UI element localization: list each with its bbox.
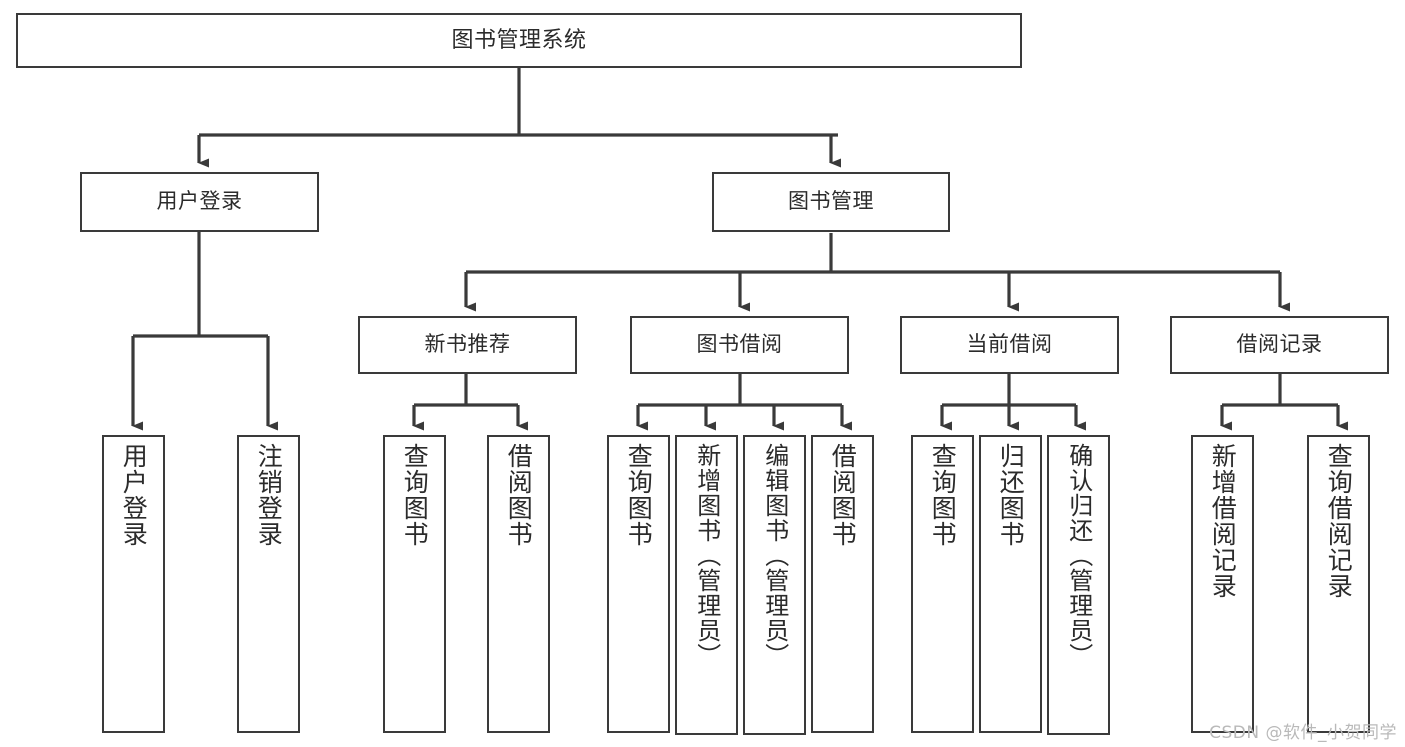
leaf-book-borrow-query-books[interactable]: 查询图书 xyxy=(607,435,670,733)
leaf-current-borrow-return-books[interactable]: 归还图书 xyxy=(979,435,1042,733)
leaf-book-borrow-borrow-books[interactable]: 借阅图书 xyxy=(811,435,874,733)
node-label: 用户登录 xyxy=(156,189,243,214)
node-label: 图书借阅 xyxy=(696,332,783,357)
node-label: 新增借阅记录 xyxy=(1208,443,1238,599)
node-label: 图书管理系统 xyxy=(451,27,587,53)
node-label: 确认归还（管理员） xyxy=(1064,443,1093,668)
node-label: 新书推荐 xyxy=(424,332,511,357)
leaf-borrow-record-query-record[interactable]: 查询借阅记录 xyxy=(1307,435,1370,733)
node-label: 注销登录 xyxy=(254,443,284,547)
node-user-login[interactable]: 用户登录 xyxy=(80,172,319,232)
node-label: 当前借阅 xyxy=(966,332,1053,357)
node-new-book-recommend[interactable]: 新书推荐 xyxy=(358,316,577,374)
node-borrow-record[interactable]: 借阅记录 xyxy=(1170,316,1389,374)
node-label: 查询图书 xyxy=(928,443,958,547)
leaf-book-borrow-add-book-admin[interactable]: 新增图书（管理员） xyxy=(675,435,738,735)
leaf-user-login-logout[interactable]: 注销登录 xyxy=(237,435,300,733)
node-book-borrow[interactable]: 图书借阅 xyxy=(630,316,849,374)
leaf-current-borrow-confirm-return-admin[interactable]: 确认归还（管理员） xyxy=(1047,435,1110,735)
leaf-book-borrow-edit-book-admin[interactable]: 编辑图书（管理员） xyxy=(743,435,806,735)
csdn-watermark: CSDN @软件_小贺同学 xyxy=(1209,723,1397,743)
leaf-borrow-record-add-record[interactable]: 新增借阅记录 xyxy=(1191,435,1254,733)
node-label: 查询图书 xyxy=(400,443,430,547)
leaf-current-borrow-query-books[interactable]: 查询图书 xyxy=(911,435,974,733)
node-label: 编辑图书（管理员） xyxy=(760,443,789,668)
node-label: 借阅图书 xyxy=(828,443,858,547)
node-label: 借阅图书 xyxy=(504,443,534,547)
node-label: 借阅记录 xyxy=(1236,332,1323,357)
leaf-new-book-query-books[interactable]: 查询图书 xyxy=(383,435,446,733)
node-label: 查询借阅记录 xyxy=(1324,443,1354,599)
node-current-borrow[interactable]: 当前借阅 xyxy=(900,316,1119,374)
leaf-new-book-borrow-books[interactable]: 借阅图书 xyxy=(487,435,550,733)
node-root-book-management-system[interactable]: 图书管理系统 xyxy=(16,13,1022,68)
node-label: 图书管理 xyxy=(788,189,874,214)
node-label: 用户登录 xyxy=(119,443,149,547)
leaf-user-login-login[interactable]: 用户登录 xyxy=(102,435,165,733)
node-label: 新增图书（管理员） xyxy=(692,443,721,668)
node-book-management[interactable]: 图书管理 xyxy=(712,172,950,232)
node-label: 归还图书 xyxy=(996,443,1026,547)
node-label: 查询图书 xyxy=(624,443,654,547)
